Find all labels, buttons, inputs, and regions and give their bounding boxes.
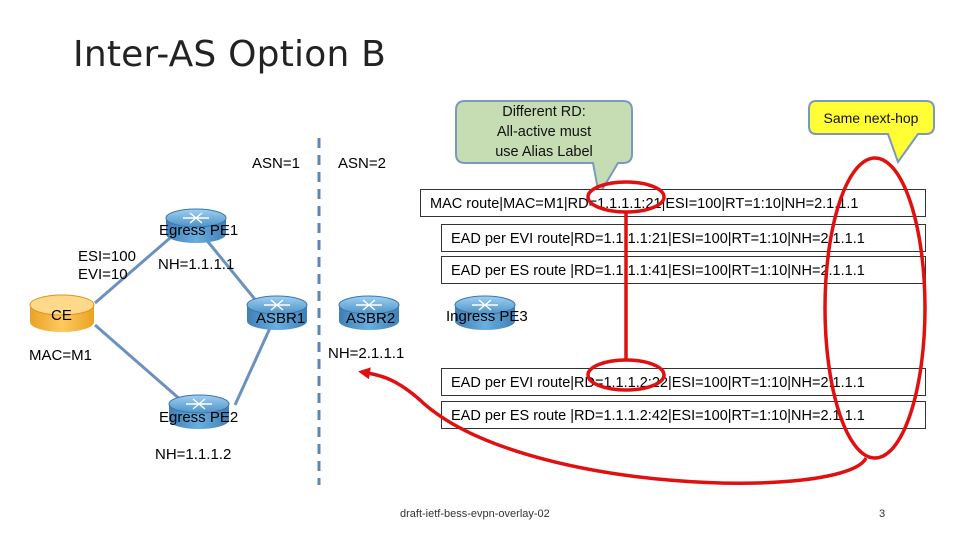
nexthop-callout: Same next-hop xyxy=(823,110,919,126)
page-number: 3 xyxy=(879,508,886,520)
asbr1-router-icon xyxy=(246,295,308,330)
evi-label: EVI=10 xyxy=(78,266,128,283)
ingress-pe3-label: Ingress PE3 xyxy=(446,308,528,325)
asbr2-label: ASBR2 xyxy=(346,310,396,327)
asn-right-label: ASN=2 xyxy=(338,155,386,172)
draft-footer: draft-ietf-bess-evpn-overlay-02 xyxy=(400,508,550,520)
slide-title: Inter-AS Option B xyxy=(73,34,387,75)
rd-callout-line-2: All-active must xyxy=(496,124,592,140)
nh-pe1-label: NH=1.1.1.1 xyxy=(158,256,235,273)
egress-pe1-label: Egress PE1 xyxy=(159,222,239,239)
nh-asbr2-label: NH=2.1.1.1 xyxy=(328,345,405,362)
nexthop-return-arrow xyxy=(358,367,868,485)
route-mac-route: MAC route|MAC=M1|RD=1.1.1.1:21|ESI=100|R… xyxy=(420,189,926,217)
egress-pe1-router-icon xyxy=(165,208,227,243)
link-pe1-asbr1 xyxy=(198,231,264,309)
asbr1-label: ASBR1 xyxy=(256,310,306,327)
nh-pe2-label: NH=1.1.1.2 xyxy=(155,446,232,463)
route-ead-per-evi-1: EAD per EVI route|RD=1.1.1.1:21|ESI=100|… xyxy=(441,224,926,252)
rd-callout-line-1: Different RD: xyxy=(502,104,586,120)
route-ead-per-evi-2: EAD per EVI route|RD=1.1.1.2:22|ESI=100|… xyxy=(441,368,926,396)
link-ce-pe2 xyxy=(94,323,191,410)
route-ead-per-es-1: EAD per ES route |RD=1.1.1.1:41|ESI=100|… xyxy=(441,256,926,284)
ce-router-icon xyxy=(29,294,95,332)
rd-callout-line-3: use Alias Label xyxy=(495,144,593,160)
rd-callout: Different RD: All-active must use Alias … xyxy=(458,102,630,162)
nexthop-callout-shape xyxy=(808,100,935,165)
ingress-pe3-router-icon xyxy=(454,295,516,330)
asn-left-label: ASN=1 xyxy=(252,155,300,172)
rd-highlight-ellipse-top xyxy=(586,180,666,214)
rd-highlight-ellipse-bottom xyxy=(586,358,666,392)
ce-label: CE xyxy=(51,307,72,324)
esi-label: ESI=100 xyxy=(78,248,136,265)
egress-pe2-label: Egress PE2 xyxy=(159,409,239,426)
mac-label: MAC=M1 xyxy=(29,347,92,364)
link-pe2-asbr1 xyxy=(233,327,272,406)
egress-pe2-router-icon xyxy=(168,394,230,429)
asbr2-router-icon xyxy=(338,295,400,330)
nexthop-highlight-ellipse xyxy=(823,156,927,460)
